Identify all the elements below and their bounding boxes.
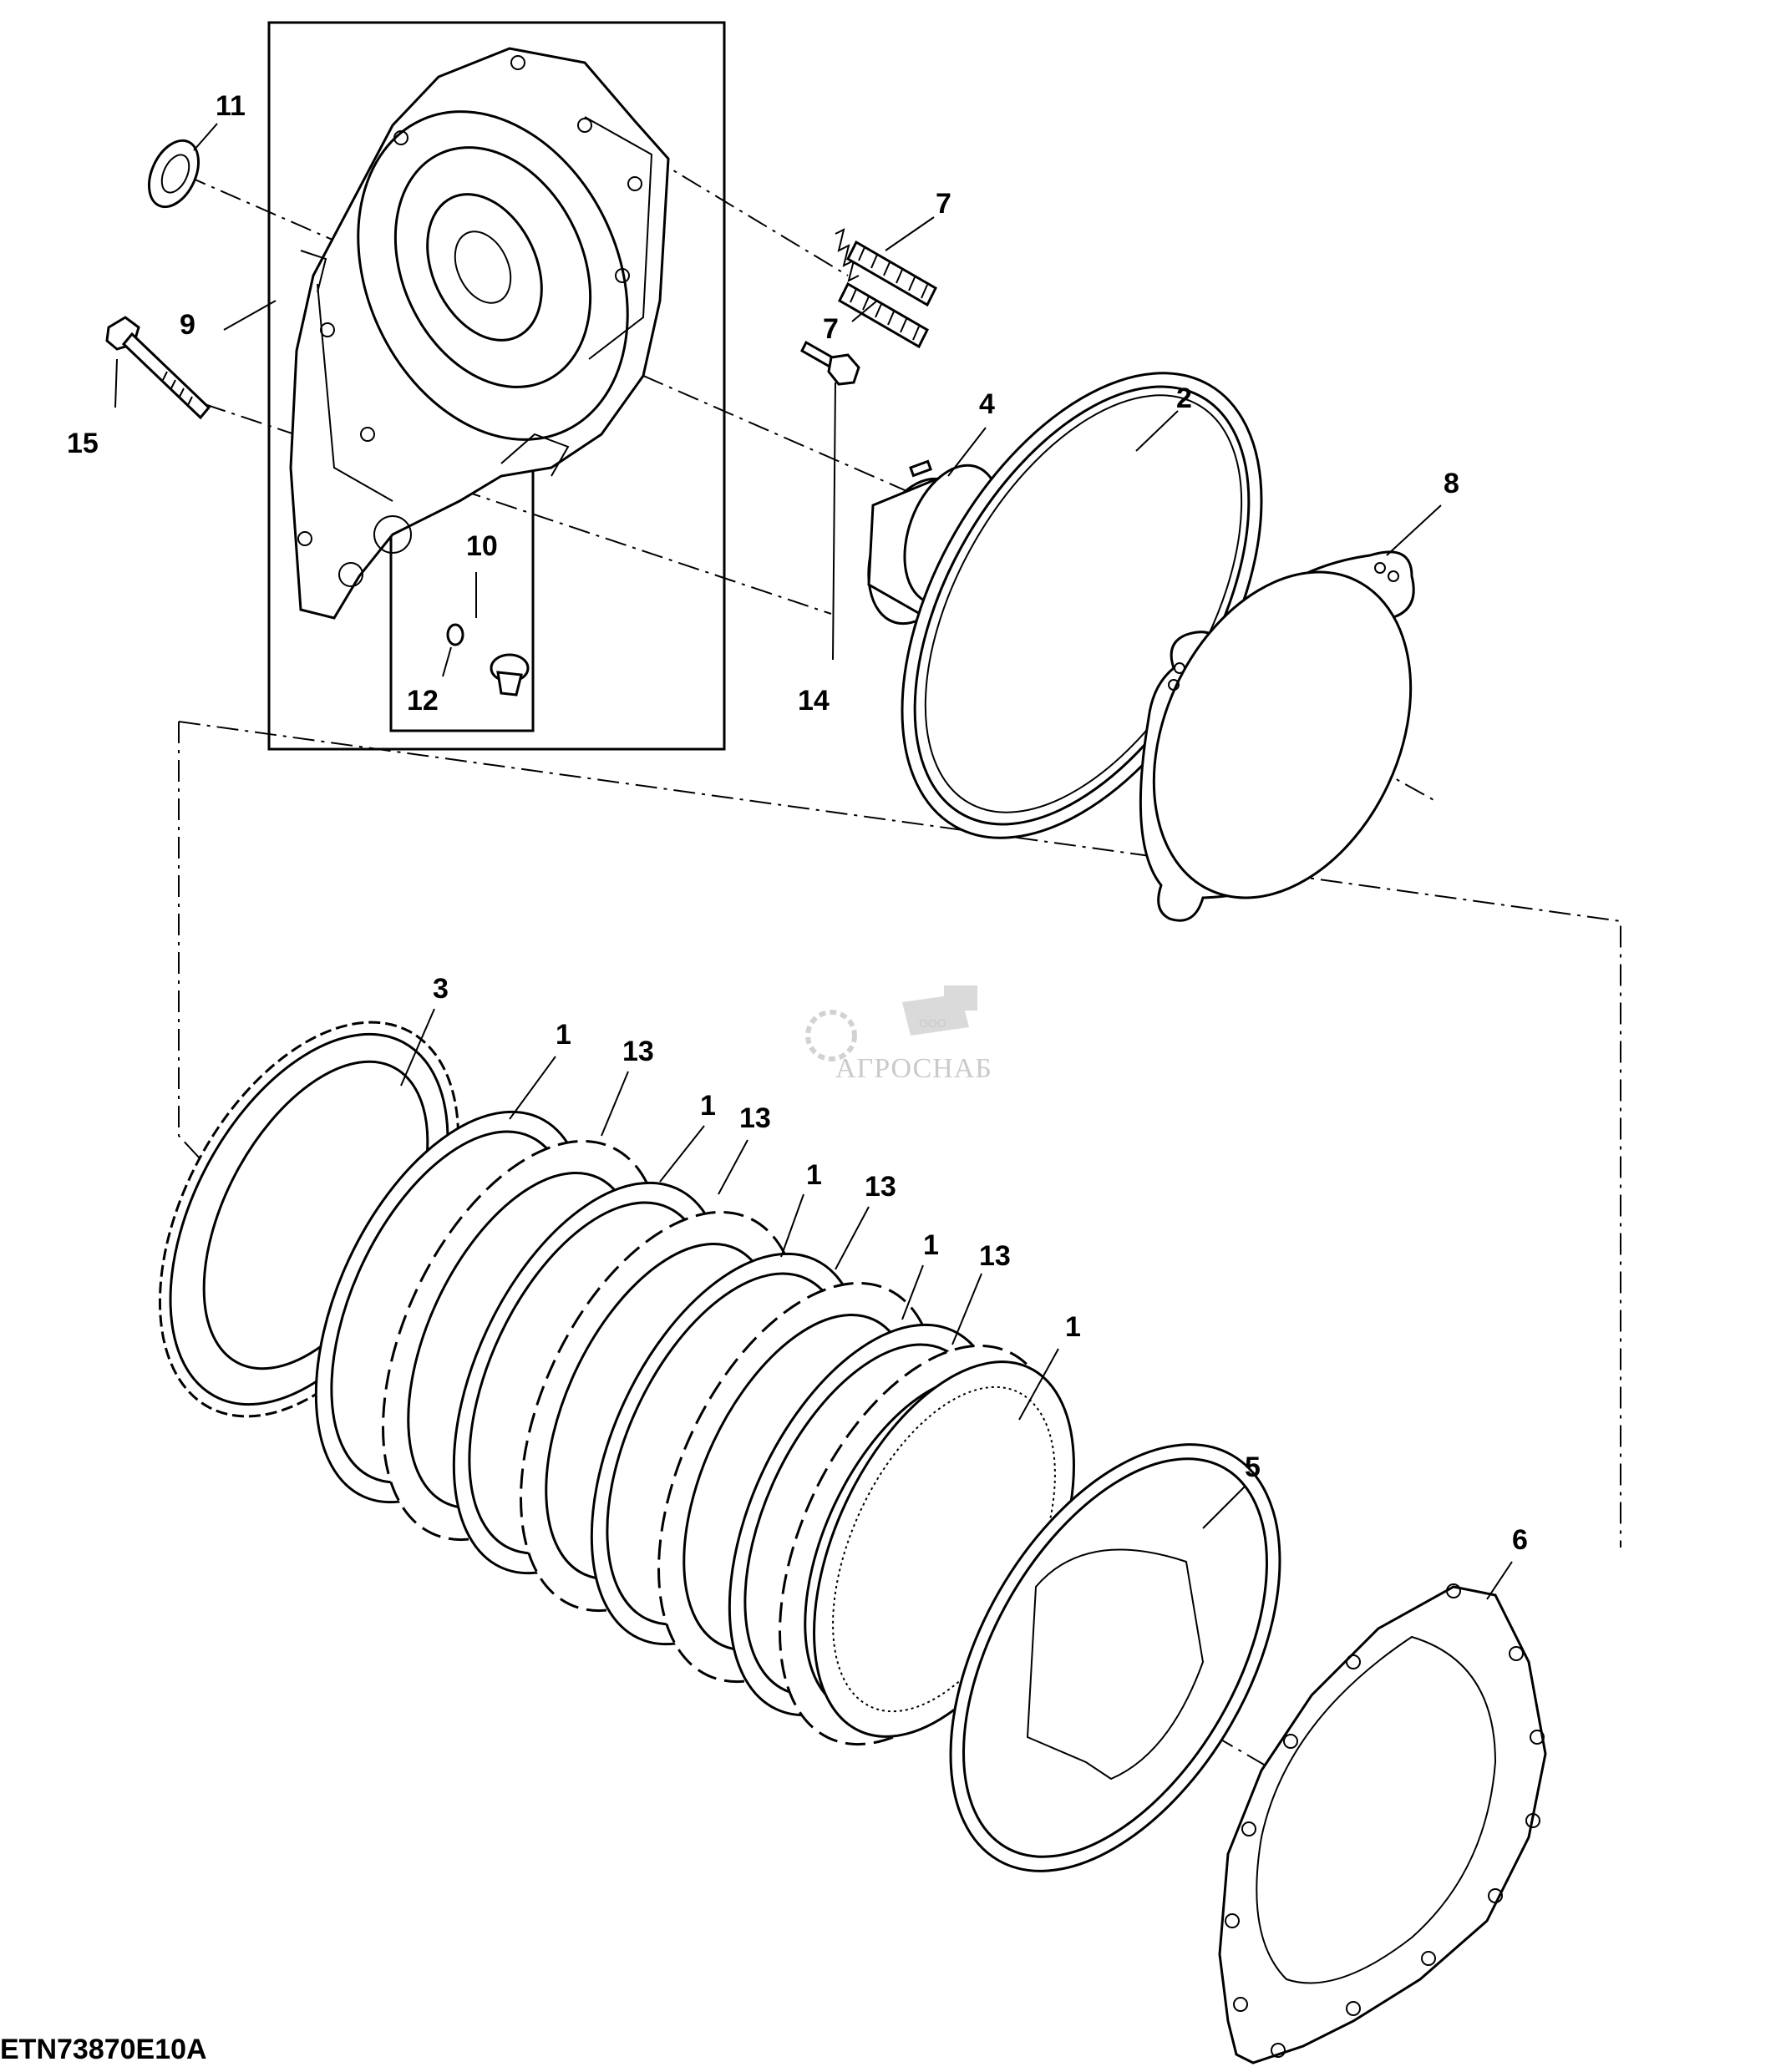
callout-7-bottom: 7 [823,313,839,345]
callout-14: 14 [798,685,830,717]
callout-10: 10 [466,530,498,562]
callout-13-c: 13 [865,1171,896,1203]
callout-6: 6 [1512,1524,1528,1556]
gasket-part-8 [1139,550,1415,922]
watermark-prefix: ООО [919,1016,946,1030]
watermark: ООО АГРОСНАБ [805,985,992,1084]
callout-1-c: 1 [806,1159,822,1191]
callout-1-d: 1 [923,1229,939,1261]
housing-assembly-box [267,21,726,751]
callout-13-d: 13 [979,1240,1011,1272]
bolt-part-14 [800,340,860,386]
callout-13-a: 13 [622,1036,654,1067]
callout-4: 4 [979,388,995,420]
callout-2: 2 [1176,382,1192,414]
watermark-brand: АГРОСНАБ [835,1053,992,1084]
leader-lines [114,123,1513,1600]
callout-8: 8 [1444,468,1459,499]
callout-11: 11 [216,90,246,122]
callout-13-b: 13 [739,1102,771,1134]
piston-part-5 [949,1443,1281,1872]
callout-5: 5 [1245,1451,1261,1483]
gasket-part-6 [1218,1583,1547,2064]
callout-9: 9 [180,309,195,341]
callout-7-top: 7 [936,188,951,220]
figure-code: ETN73870E10A [0,2034,207,2065]
callout-12: 12 [407,685,439,717]
callout-3: 3 [433,973,449,1005]
callout-1-e: 1 [1065,1311,1081,1343]
callout-1-b: 1 [700,1090,716,1122]
clutch-pack [314,1110,1075,1746]
springs-part-7 [835,228,937,349]
seal-part-11 [147,139,200,209]
callout-1-a: 1 [556,1019,571,1051]
bolt-part-15 [105,316,211,420]
housing-part-9 [289,47,670,620]
callout-15: 15 [67,428,99,459]
callouts: 11 9 15 10 12 14 7 7 4 2 8 3 1 13 1 13 1… [67,90,1528,1556]
plug-part-12 [446,623,530,697]
